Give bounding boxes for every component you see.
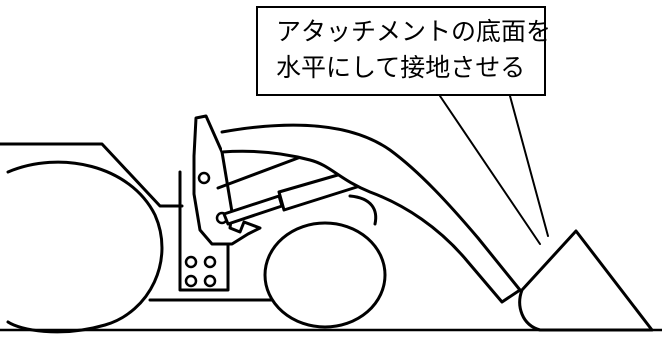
loader-bucket bbox=[518, 229, 654, 332]
callout-pointer bbox=[439, 95, 549, 245]
front-wheel bbox=[263, 221, 387, 329]
callout-line-2: 水平にして接地させる bbox=[276, 53, 526, 82]
tractor-hood-outline bbox=[0, 142, 184, 208]
loader-boom bbox=[220, 123, 522, 304]
loader-mast bbox=[192, 114, 262, 246]
annotation-callout: アタッチメントの底面を 水平にして接地させる bbox=[256, 6, 552, 96]
hydraulic-cylinder bbox=[222, 194, 284, 226]
mast-pin-upper bbox=[197, 171, 211, 185]
boom-brace bbox=[348, 194, 378, 226]
rear-wheel bbox=[6, 160, 164, 334]
callout-line-1: アタッチメントの底面を bbox=[276, 17, 552, 46]
bracket-pin-holes bbox=[184, 255, 217, 288]
